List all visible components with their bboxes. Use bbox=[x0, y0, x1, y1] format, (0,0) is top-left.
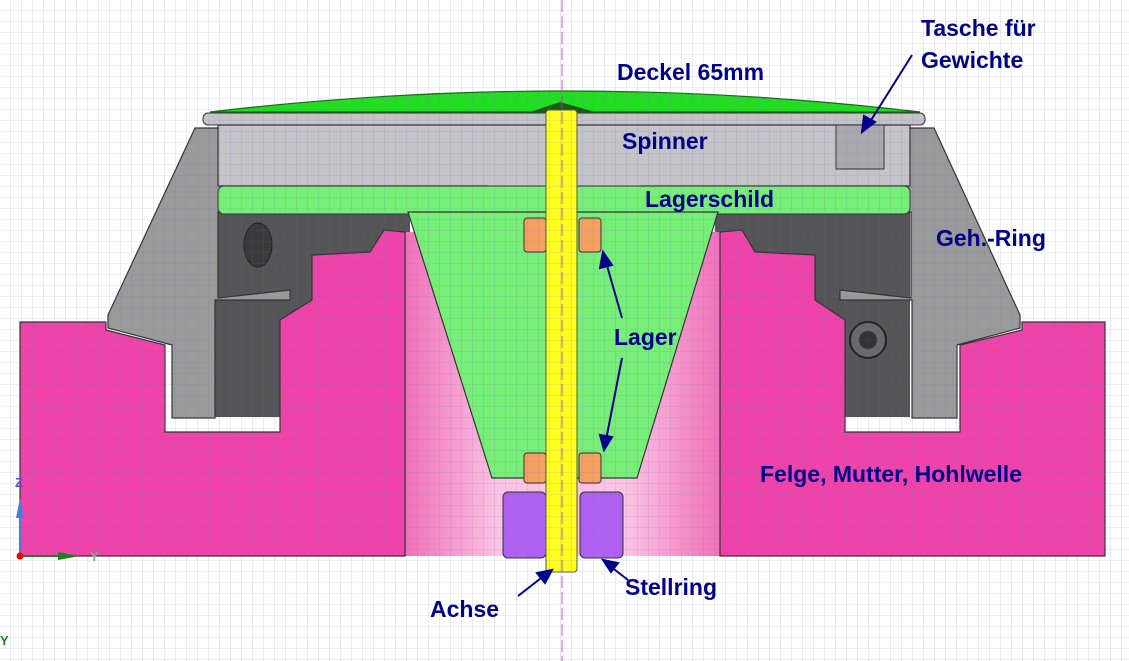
arrow-lager-bottom bbox=[605, 357, 623, 441]
stellring-right bbox=[579, 491, 624, 559]
label-geh-ring: Geh.-Ring bbox=[936, 225, 1046, 251]
label-deckel: Deckel 65mm bbox=[617, 59, 765, 85]
y-corner-label: Y bbox=[0, 633, 9, 648]
label-spinner: Spinner bbox=[622, 128, 708, 154]
bearing-top-right bbox=[578, 217, 602, 253]
label-lagerschild: Lagerschild bbox=[645, 186, 775, 212]
z-arrow-icon bbox=[16, 498, 24, 518]
cavity-hole-left bbox=[243, 222, 273, 268]
bearing-bottom-right bbox=[578, 452, 602, 484]
z-axis-label: Z bbox=[15, 475, 23, 490]
y-arrow-icon bbox=[58, 552, 80, 560]
arrow-tasche bbox=[867, 54, 913, 126]
label-stellring: Stellring bbox=[625, 574, 718, 600]
nut-right-hole bbox=[859, 331, 877, 349]
label-achse: Achse bbox=[430, 596, 500, 622]
arrow-lager-top bbox=[605, 261, 623, 319]
label-tasche-2: Gewichte bbox=[921, 47, 1024, 73]
bearing-bottom-left bbox=[523, 452, 547, 484]
bearing-top-left bbox=[523, 217, 547, 253]
label-felge: Felge, Mutter, Hohlwelle bbox=[760, 461, 1022, 487]
annotation-arrows bbox=[517, 54, 913, 597]
weight-pocket bbox=[835, 124, 885, 170]
label-lager: Lager bbox=[614, 324, 677, 350]
origin-icon bbox=[16, 552, 24, 560]
stellring-left bbox=[502, 491, 547, 559]
label-tasche-1: Tasche für bbox=[921, 15, 1036, 41]
achse bbox=[545, 109, 578, 573]
y-axis-label: Y bbox=[90, 549, 99, 564]
